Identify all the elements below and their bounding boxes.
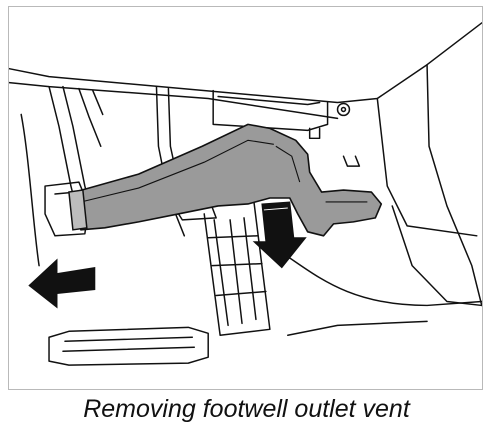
clip-tab — [308, 127, 321, 140]
arrow-left-icon — [28, 258, 96, 309]
pedal-arm-left-2 — [78, 87, 102, 148]
bracket-box — [212, 89, 329, 132]
fixing-screw — [336, 102, 351, 117]
dashboard-lower-edge — [9, 81, 339, 120]
arrow-down-icon — [252, 201, 307, 269]
footwell-vent-illustration — [9, 22, 482, 366]
console-side — [426, 63, 482, 307]
duct-outlet-end — [68, 189, 88, 231]
clip-tab-right — [342, 155, 361, 167]
dashboard-edge — [9, 22, 482, 104]
figure-caption: Removing footwell outlet vent — [83, 395, 410, 423]
footwell-vent-duct — [74, 123, 383, 237]
bracket-box-inner — [217, 95, 321, 106]
console-panel — [376, 97, 478, 237]
pedal-pad-left — [44, 181, 90, 237]
floor-contour — [269, 245, 482, 307]
floor-pillar — [203, 201, 271, 337]
figure-frame — [8, 6, 483, 390]
floor-mat — [48, 326, 209, 366]
